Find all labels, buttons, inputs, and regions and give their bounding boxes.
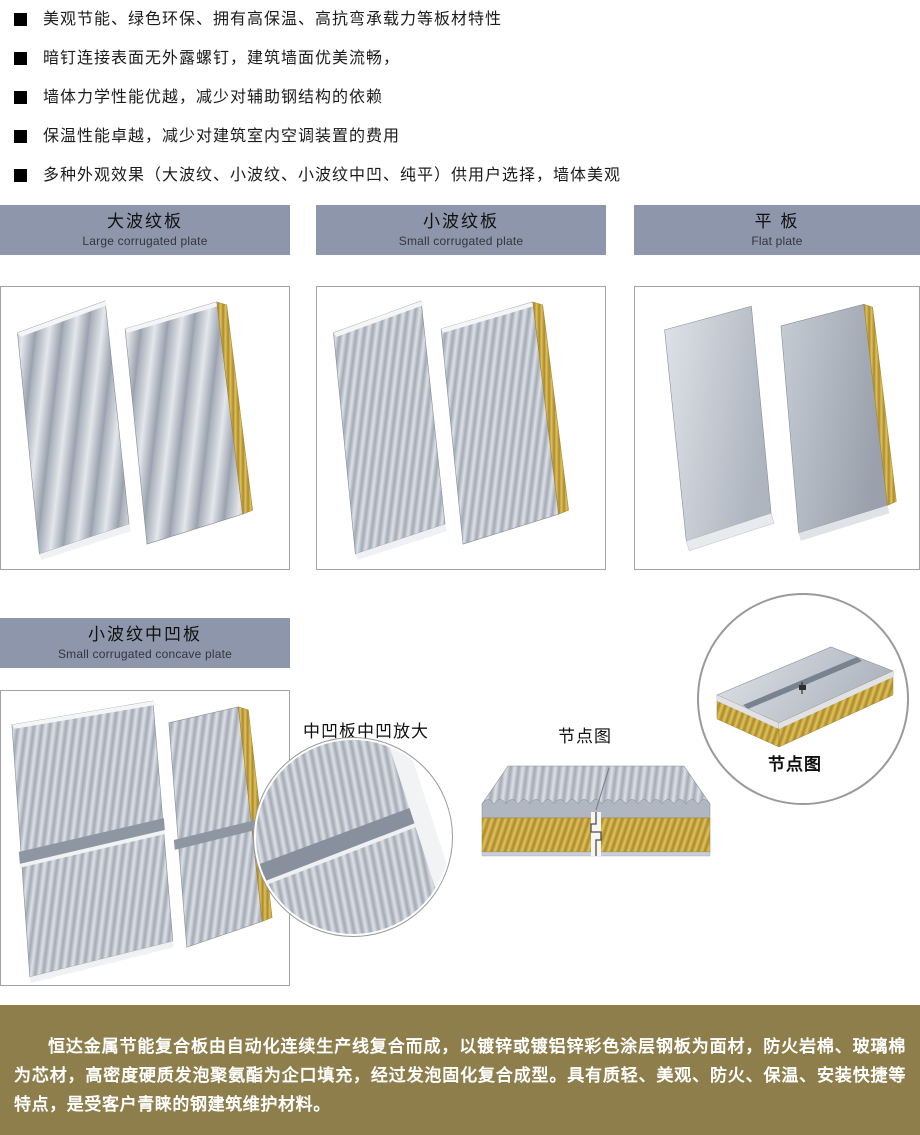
feature-text: 美观节能、绿色环保、拥有高保温、高抗弯承载力等板材特性 [43,11,503,28]
section-title-zh: 小波纹板 [423,212,499,231]
node-section-render [481,765,711,857]
concave-zoom-label: 中凹板中凹放大 [303,722,429,741]
product-image-small-corrugated [316,286,606,570]
concave-zoom-circle [253,737,453,937]
square-bullet-icon [14,52,27,65]
concave-zoom-render [256,740,450,934]
product-image-concave [0,690,290,986]
square-bullet-icon [14,169,27,182]
node-diagram-center [468,752,723,874]
feature-item: 保温性能卓越，减少对建筑室内空调装置的费用 [14,127,894,147]
small-corrugated-render [333,300,569,561]
section-header-flat: 平 板 Flat plate [634,205,920,255]
product-image-flat [634,286,920,570]
feature-item: 美观节能、绿色环保、拥有高保温、高抗弯承载力等板材特性 [14,10,894,30]
section-header-small-corrugated: 小波纹板 Small corrugated plate [316,205,606,255]
footer-description: 恒达金属节能复合板由自动化连续生产线复合而成，以镀锌或镀铝锌彩色涂层钢板为面材，… [14,1037,906,1114]
section-title-en: Flat plate [751,234,803,248]
footer-banner: 恒达金属节能复合板由自动化连续生产线复合而成，以镀锌或镀铝锌彩色涂层钢板为面材，… [0,1005,920,1135]
square-bullet-icon [14,13,27,26]
square-bullet-icon [14,91,27,104]
node-diagram-label-center: 节点图 [558,727,612,746]
section-title-zh: 小波纹中凹板 [88,625,202,644]
feature-text: 保温性能卓越，减少对建筑室内空调装置的费用 [43,128,401,145]
flat-plate-render [664,303,897,552]
feature-text: 墙体力学性能优越，减少对辅助钢结构的依赖 [43,89,384,106]
section-header-concave: 小波纹中凹板 Small corrugated concave plate [0,618,290,668]
concave-plate-render [11,700,273,984]
section-title-zh: 平 板 [754,212,800,231]
product-image-large-corrugated [0,286,290,570]
section-title-en: Large corrugated plate [82,234,208,248]
square-bullet-icon [14,130,27,143]
feature-text: 暗钉连接表面无外露螺钉，建筑墙面优美流畅， [43,50,401,67]
feature-item: 墙体力学性能优越，减少对辅助钢结构的依赖 [14,88,894,108]
node-circle-render [701,597,905,801]
section-title-en: Small corrugated plate [398,234,524,248]
section-title-zh: 大波纹板 [107,212,183,231]
node-diagram-label-right: 节点图 [768,755,822,774]
feature-item: 多种外观效果（大波纹、小波纹、小波纹中凹、纯平）供用户选择，墙体美观 [14,166,894,186]
section-title-en: Small corrugated concave plate [57,647,233,661]
feature-list: 美观节能、绿色环保、拥有高保温、高抗弯承载力等板材特性 暗钉连接表面无外露螺钉，… [14,10,894,205]
feature-text: 多种外观效果（大波纹、小波纹、小波纹中凹、纯平）供用户选择，墙体美观 [43,167,622,184]
section-header-large-corrugated: 大波纹板 Large corrugated plate [0,205,290,255]
node-diagram-circle [697,593,909,805]
large-corrugated-render [17,300,253,561]
feature-item: 暗钉连接表面无外露螺钉，建筑墙面优美流畅， [14,49,894,69]
